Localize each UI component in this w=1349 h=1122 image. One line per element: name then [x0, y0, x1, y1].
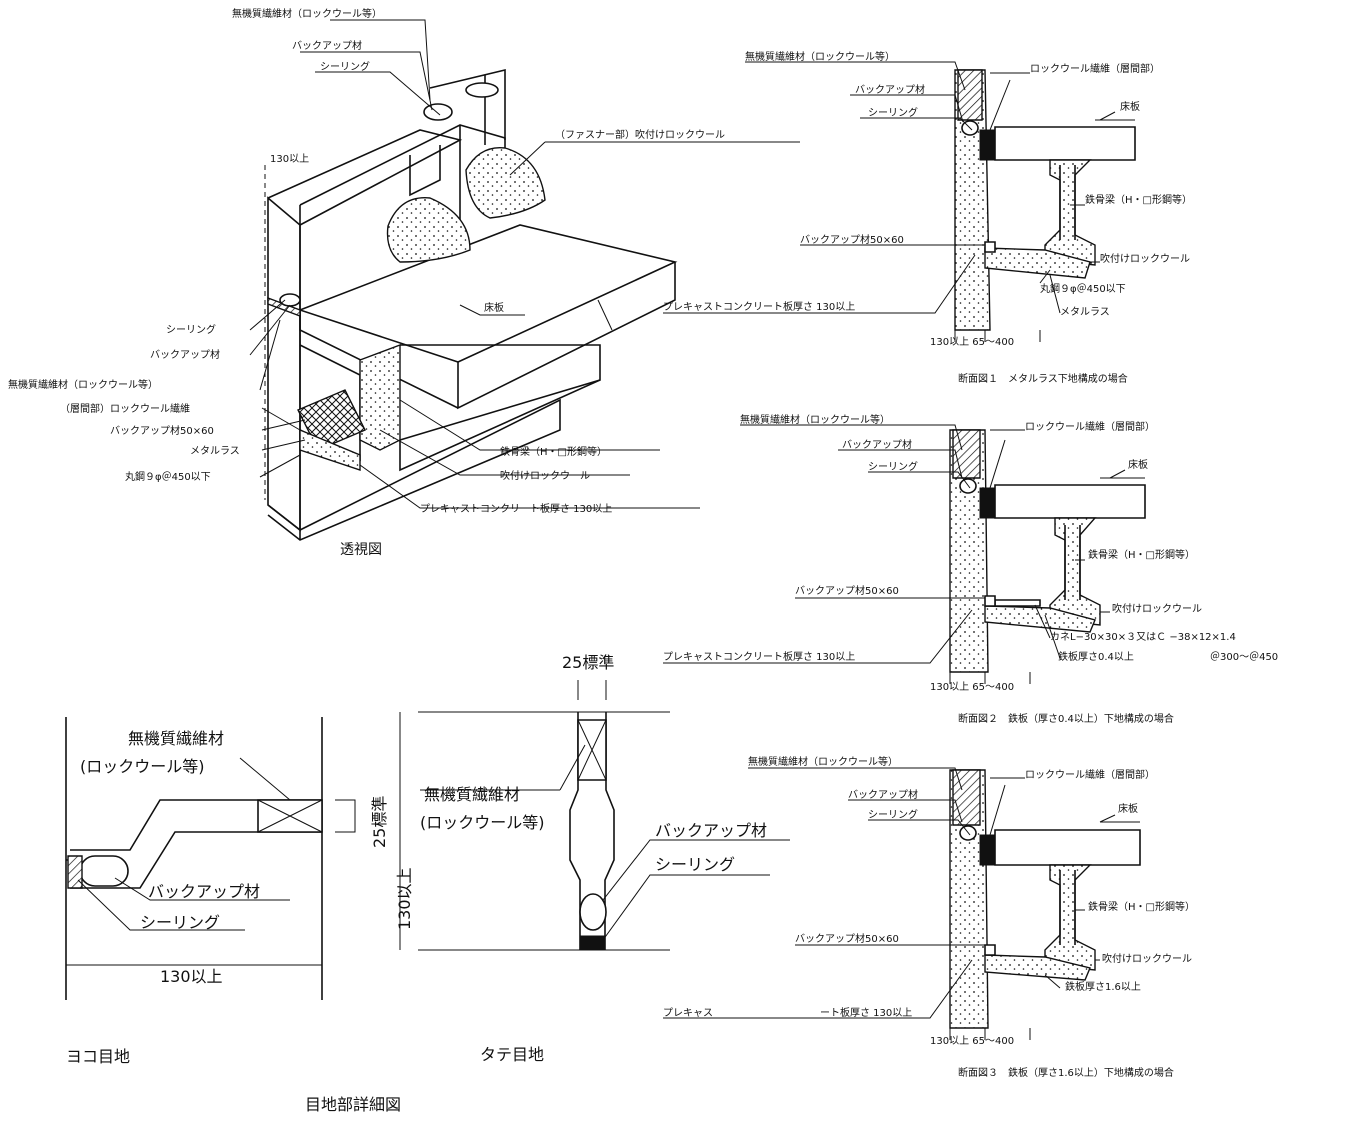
s3-label-rockwool-felt: ロックウール繊維（層間部）: [1025, 768, 1155, 781]
s3-label-inorganic-fiber: 無機質繊維材（ロックウール等）: [748, 755, 898, 768]
s1-label-precast: プレキャストコンクリート板厚さ 130以上: [663, 300, 855, 313]
s1-label-backup-50x60: バックアップ材50×60: [800, 233, 904, 246]
s1-label-sprayed-rockwool: 吹付けロックウール: [1100, 252, 1190, 265]
s1-caption: 断面図１ メタルラス下地構成の場合: [958, 372, 1128, 385]
s2-caption: 断面図２ 鉄板（厚さ0.4以上）下地構成の場合: [958, 712, 1174, 725]
s1-label-steel-beam: 鉄骨梁（H・□形鋼等）: [1085, 193, 1192, 206]
horizontal-joint-detail: 無機質繊維材 (ロックウール等) 25標準 バックアップ材 シーリング 130以…: [65, 717, 389, 1066]
yoko-label-inorganic-1: 無機質繊維材: [128, 729, 224, 748]
s2-label-backup: バックアップ材: [842, 438, 912, 451]
s2-label-sprayed-rockwool: 吹付けロックウール: [1112, 602, 1202, 615]
section-3: 無機質繊維材（ロックウール等） ロックウール繊維（層間部） バックアップ材 床板…: [663, 755, 1195, 1079]
s1-label-metal-lath: メタルラス: [1060, 306, 1110, 318]
tate-dim-130: 130以上: [395, 867, 414, 930]
s1-label-floor-slab: 床板: [1120, 100, 1140, 113]
perspective-label-metal-lath: メタルラス: [190, 445, 240, 457]
tate-label-sealing: シーリング: [655, 855, 735, 874]
perspective-dim-130: 130以上: [270, 153, 309, 165]
s2-dims: 130以上 65〜400: [930, 681, 1014, 693]
s1-label-round-bar: 丸鋼９φ＠450以下: [1040, 282, 1126, 295]
perspective-label-sealing-top: シーリング: [320, 60, 370, 73]
s3-label-steel-beam: 鉄骨梁（H・□形鋼等）: [1088, 900, 1195, 913]
s3-caption: 断面図３ 鉄板（厚さ1.6以上）下地構成の場合: [958, 1066, 1174, 1079]
yoko-caption: ヨコ目地: [66, 1047, 130, 1066]
s2-label-rockwool-felt: ロックウール繊維（層間部）: [1025, 420, 1155, 433]
yoko-label-inorganic-2: (ロックウール等): [80, 757, 205, 776]
s1-dims: 130以上 65〜400: [930, 336, 1014, 348]
perspective-label-inorganic-fiber-left: 無機質繊維材（ロックウール等）: [8, 378, 158, 391]
perspective-label-sprayed-rockwool: 吹付けロックウール: [500, 469, 590, 482]
perspective-label-inorganic-fiber-top: 無機質繊維材（ロックウール等）: [232, 7, 382, 20]
yoko-label-backup: バックアップ材: [148, 882, 260, 901]
s3-label-precast-right: ート板厚さ 130以上: [820, 1006, 912, 1019]
s3-label-sealing: シーリング: [868, 808, 918, 821]
s3-label-floor-slab: 床板: [1118, 802, 1138, 815]
s2-label-sealing: シーリング: [868, 460, 918, 473]
yoko-dim-25: 25標準: [370, 796, 389, 848]
perspective-label-precast: プレキャストコンクリート板厚さ 130以上: [420, 502, 612, 515]
perspective-label-backup-left: バックアップ材: [150, 348, 220, 361]
s1-label-sealing: シーリング: [868, 106, 918, 119]
section-1: 無機質繊維材（ロックウール等） ロックウール繊維（層間部） 床板 バックアップ材…: [663, 50, 1192, 385]
section-2: 無機質繊維材（ロックウール等） ロックウール繊維（層間部） バックアップ材 床板…: [663, 413, 1278, 725]
perspective-label-fastener: （ファスナー部）吹付けロックウール: [555, 128, 725, 141]
s3-label-steel-plate: 鉄板厚さ1.6以上: [1065, 980, 1141, 993]
tate-label-inorganic-1: 無機質繊維材: [424, 785, 520, 804]
tate-label-backup: バックアップ材: [655, 821, 767, 840]
s2-label-backup-50x60: バックアップ材50×60: [795, 584, 899, 597]
s2-label-steel-beam: 鉄骨梁（H・□形鋼等）: [1088, 548, 1195, 561]
s3-dims: 130以上 65〜400: [930, 1035, 1014, 1047]
joint-detail-caption: 目地部詳細図: [305, 1095, 401, 1114]
s2-label-angle: カネL−30×30×３又はＣ −38×12×1.4: [1050, 631, 1236, 643]
s3-label-sprayed-rockwool: 吹付けロックウール: [1102, 952, 1192, 965]
s3-label-backup-50x60: バックアップ材50×60: [795, 932, 899, 945]
perspective-label-sealing-left: シーリング: [166, 323, 216, 336]
s2-label-inorganic-fiber: 無機質繊維材（ロックウール等）: [740, 413, 890, 426]
vertical-joint-detail: 25標準 130以上 無機質繊維材 (ロックウール等) バックアップ材 シーリン…: [395, 653, 790, 1064]
perspective-label-backup-50x60: バックアップ材50×60: [110, 424, 214, 437]
s3-label-precast-left: プレキャス: [663, 1007, 713, 1019]
perspective-label-floor-slab: 床板: [484, 301, 504, 314]
s2-label-precast: プレキャストコンクリート板厚さ 130以上: [663, 650, 855, 663]
s1-label-backup: バックアップ材: [855, 83, 925, 96]
yoko-dim-130: 130以上: [160, 967, 223, 986]
s2-label-pitch: ＠300〜＠450: [1210, 651, 1278, 663]
tate-label-inorganic-2: (ロックウール等): [420, 813, 545, 832]
s3-label-backup: バックアップ材: [848, 788, 918, 801]
perspective-label-backup-top: バックアップ材: [292, 39, 362, 52]
s1-label-rockwool-felt: ロックウール繊維（層間部）: [1030, 62, 1160, 75]
s2-label-steel-plate: 鉄板厚さ0.4以上: [1058, 650, 1134, 663]
perspective-view: 無機質繊維材（ロックウール等） バックアップ材 シーリング 130以上 （ファス…: [8, 7, 800, 558]
s1-label-inorganic-fiber: 無機質繊維材（ロックウール等）: [745, 50, 895, 63]
perspective-label-round-bar: 丸鋼９φ＠450以下: [125, 470, 211, 483]
s2-label-floor-slab: 床板: [1128, 458, 1148, 471]
perspective-label-rockwool-felt: （層間部）ロックウール繊維: [60, 402, 190, 415]
perspective-caption: 透視図: [340, 542, 382, 558]
tate-dim-25: 25標準: [562, 653, 614, 672]
yoko-label-sealing: シーリング: [140, 913, 220, 932]
perspective-label-steel-beam: 鉄骨梁（H・□形鋼等）: [500, 445, 607, 458]
tate-caption: タテ目地: [480, 1045, 544, 1064]
